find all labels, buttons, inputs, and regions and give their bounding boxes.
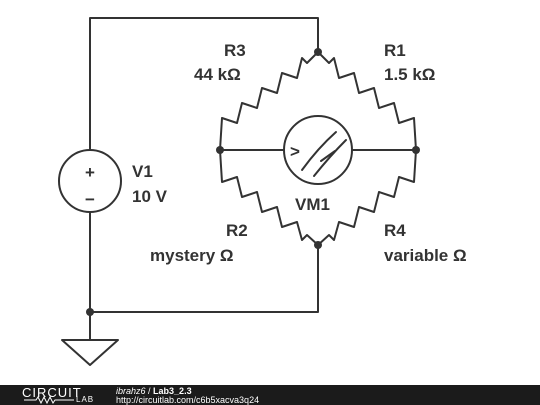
- voltmeter-needle-icon: [320, 150, 336, 162]
- label-r2-value: mystery Ω: [150, 246, 234, 265]
- circuit-schematic: > + − R3 44 kΩ R1 1.5 kΩ V1 10 V VM1 R2 …: [58, 17, 467, 366]
- label-r2-name: R2: [226, 221, 248, 240]
- label-r4-name: R4: [384, 221, 406, 240]
- ground-icon: [61, 339, 119, 366]
- wires: [89, 17, 319, 341]
- label-vm1-name: VM1: [295, 195, 330, 214]
- circuitlab-logo-text: CIRCUIT: [22, 385, 82, 400]
- voltage-source-v1: + −: [58, 149, 122, 213]
- resistor-r2: [219, 149, 319, 246]
- resistor-r1: [317, 51, 417, 151]
- label-v1-name: V1: [132, 162, 153, 181]
- footer-url-link[interactable]: http://circuitlab.com/c6b5xacva3q24: [116, 395, 260, 405]
- wire-bottom-return: [89, 244, 319, 313]
- voltmeter-vm1: >: [219, 115, 417, 185]
- voltage-source-plus-sign: +: [85, 163, 95, 182]
- label-r1-value: 1.5 kΩ: [384, 65, 435, 84]
- node-ground: [86, 308, 94, 316]
- junction-nodes: [86, 48, 420, 316]
- voltage-source-body: [58, 149, 122, 213]
- footer-user[interactable]: ibrahz6: [116, 386, 146, 396]
- voltage-source-minus-sign: −: [85, 190, 95, 209]
- wire-top: [89, 17, 319, 151]
- footer-bar: CIRCUIT LAB ibrahz6 / Lab3_2.3 http://ci…: [0, 385, 540, 405]
- label-r4-value: variable Ω: [384, 246, 467, 265]
- voltmeter-symbol: >: [290, 142, 300, 161]
- footer-separator: /: [145, 386, 154, 396]
- label-r3-value: 44 kΩ: [194, 65, 241, 84]
- resistor-r4: [317, 149, 417, 246]
- circuitlab-logo-subtext: LAB: [76, 395, 95, 404]
- label-r3-name: R3: [224, 41, 246, 60]
- label-r1-name: R1: [384, 41, 406, 60]
- resistor-r3: [219, 51, 319, 151]
- footer-project-line: ibrahz6 / Lab3_2.3: [116, 386, 192, 396]
- logo-resistor-icon: [24, 396, 74, 404]
- voltmeter-body: [283, 115, 353, 185]
- footer-project-name[interactable]: Lab3_2.3: [153, 386, 192, 396]
- voltmeter-needle-icon: [301, 131, 347, 177]
- label-v1-value: 10 V: [132, 187, 168, 206]
